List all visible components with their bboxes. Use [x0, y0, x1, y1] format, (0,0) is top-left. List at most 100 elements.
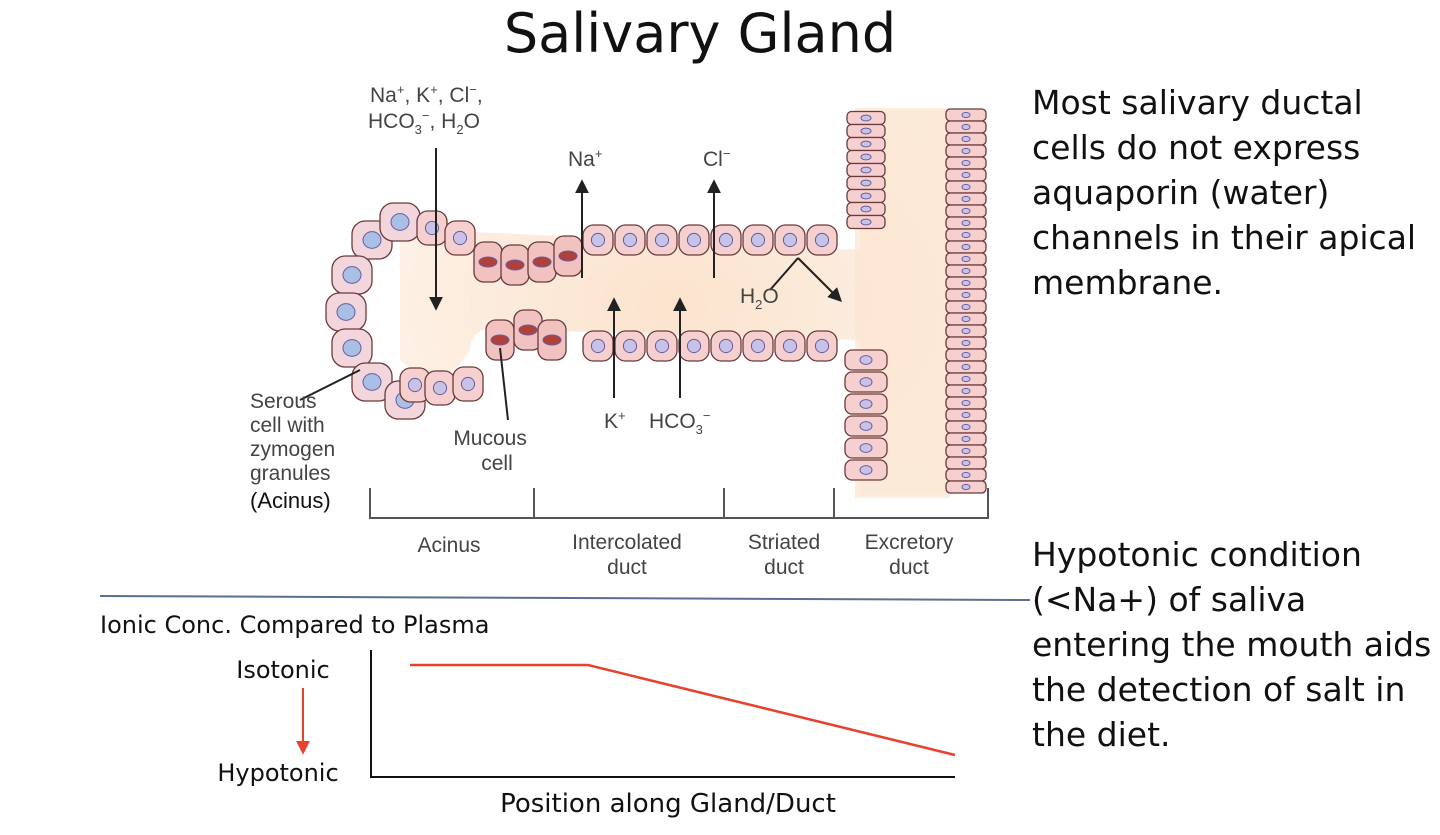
cell-nucleus — [961, 231, 971, 239]
cell-nucleus — [860, 166, 872, 174]
cell-nucleus — [460, 376, 476, 392]
graph-axes — [370, 650, 955, 778]
cell-nucleus — [782, 232, 798, 248]
cell-nucleus — [814, 232, 830, 248]
page-title: Salivary Gland — [503, 2, 897, 65]
secretion-ions-line1: Na+, K+, Cl−, — [370, 82, 483, 107]
hco3-ion-label: HCO3− — [649, 408, 711, 437]
cell-nucleus — [860, 127, 872, 135]
cell-nucleus — [362, 373, 382, 391]
cell-nucleus — [961, 279, 971, 287]
cell-nucleus — [362, 231, 382, 249]
ionic-concentration-graph: Ionic Conc. Compared to Plasma Isotonic … — [100, 611, 956, 819]
hypotonic-note: Hypotonic condition (<Na+) of saliva ent… — [1032, 535, 1432, 754]
cell-nucleus — [961, 387, 971, 395]
cell-nucleus — [961, 435, 971, 443]
cell-nucleus — [750, 232, 766, 248]
graph-hypotonic-label: Hypotonic — [217, 759, 338, 787]
cell-nucleus — [686, 338, 702, 354]
cell-nucleus — [961, 159, 971, 167]
cell-nucleus — [686, 232, 702, 248]
cell-nucleus — [860, 140, 872, 148]
cell-nucleus — [518, 324, 538, 336]
cell-nucleus — [342, 339, 362, 357]
cell-nucleus — [859, 443, 873, 453]
cell-nucleus — [961, 327, 971, 335]
cell-nucleus — [342, 266, 362, 284]
cell-nucleus — [961, 303, 971, 311]
cell-nucleus — [590, 232, 606, 248]
acinus-paren-label: (Acinus) — [250, 488, 331, 513]
cell-nucleus — [961, 375, 971, 383]
cell-nucleus — [590, 338, 606, 354]
na-ion-label: Na+ — [568, 146, 602, 171]
cell-nucleus — [860, 114, 872, 122]
segment-acinus-label: Acinus — [417, 534, 480, 557]
cell-nucleus — [505, 259, 525, 271]
cell-nucleus — [390, 213, 410, 231]
cell-nucleus — [860, 153, 872, 161]
cell-nucleus — [961, 351, 971, 359]
secretion-ions-line2: HCO3−, H2O — [368, 108, 480, 137]
cell-nucleus — [961, 291, 971, 299]
section-divider — [99, 595, 1031, 601]
cell-nucleus — [961, 171, 971, 179]
h2o-arrow-left — [769, 257, 799, 291]
cl-ion-label: Cl− — [703, 146, 730, 171]
cell-nucleus — [961, 459, 971, 467]
cell-nucleus — [432, 380, 448, 396]
k-ion-label: K+ — [604, 408, 626, 433]
cell-nucleus — [452, 230, 468, 246]
cell-nucleus — [961, 363, 971, 371]
cell-nucleus — [961, 447, 971, 455]
h2o-label: H2O — [740, 285, 779, 312]
cell-nucleus — [961, 399, 971, 407]
concentration-line — [410, 663, 956, 757]
cell-nucleus — [622, 232, 638, 248]
mucous-cell-label: Mucous cell — [453, 427, 532, 475]
graph-x-axis-label: Position along Gland/Duct — [500, 789, 836, 819]
serous-pointer — [299, 369, 361, 401]
cell-nucleus — [859, 465, 873, 475]
segment-brackets — [369, 488, 989, 519]
cell-nucleus — [961, 135, 971, 143]
cell-nucleus — [961, 339, 971, 347]
cell-nucleus — [859, 399, 873, 409]
cell-nucleus — [814, 338, 830, 354]
cell-nucleus — [961, 207, 971, 215]
cell-nucleus — [782, 338, 798, 354]
cell-nucleus — [961, 423, 971, 431]
cell-nucleus — [654, 232, 670, 248]
cell-nucleus — [860, 192, 872, 200]
cell-nucleus — [961, 111, 971, 119]
cell-nucleus — [859, 355, 873, 365]
h2o-arrow-right — [797, 257, 842, 302]
cell-nucleus — [961, 483, 971, 491]
graph-title: Ionic Conc. Compared to Plasma — [100, 611, 489, 639]
cell-nucleus — [961, 243, 971, 251]
cell-nucleus — [407, 377, 423, 393]
cell-nucleus — [859, 421, 873, 431]
cell-nucleus — [961, 195, 971, 203]
cell-nucleus — [860, 205, 872, 213]
cell-nucleus — [859, 377, 873, 387]
cell-nucleus — [558, 250, 578, 262]
cell-nucleus — [961, 219, 971, 227]
aquaporin-note: Most salivary ductal cells do not expres… — [1032, 83, 1417, 302]
cell-nucleus — [961, 267, 971, 275]
cell-nucleus — [654, 338, 670, 354]
cell-nucleus — [961, 123, 971, 131]
cell-nucleus — [961, 183, 971, 191]
serous-cell-label: Serous cell with zymogen granules — [250, 390, 341, 485]
cell-nucleus — [718, 232, 734, 248]
mucous-pointer — [499, 347, 509, 421]
cell-nucleus — [961, 315, 971, 323]
cell-nucleus — [961, 411, 971, 419]
cell-nucleus — [490, 334, 510, 346]
cell-nucleus — [961, 471, 971, 479]
cell-nucleus — [860, 218, 872, 226]
transport-arrows — [299, 148, 842, 421]
cell-nucleus — [961, 255, 971, 263]
